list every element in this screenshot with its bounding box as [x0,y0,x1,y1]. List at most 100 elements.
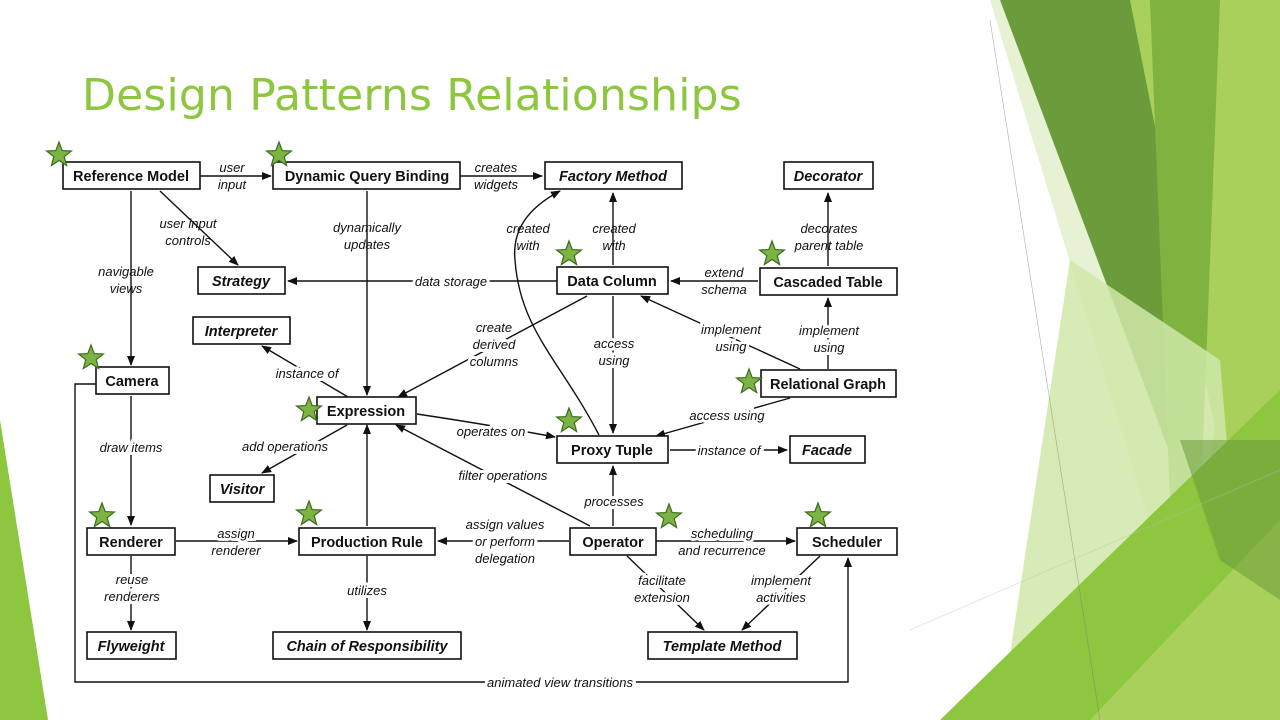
edge-animated-view-transitions: animated view transitions [74,383,852,693]
star-icon [264,140,294,167]
svg-text:Dynamic Query Binding: Dynamic Query Binding [285,169,449,185]
edge-draw-items: draw items [97,396,166,526]
edge-access-using-relational-graph: access using [655,397,791,438]
edge-label: processes [583,494,644,509]
svg-text:Decorator: Decorator [794,169,864,185]
star-icon [554,406,584,433]
edge-label: instance of [698,443,762,458]
decor-shape [0,420,48,720]
node-decorator: Decorator [783,161,874,190]
edge-instance-of-interpreter: instance of [261,345,349,398]
svg-text:Chain of Responsibility: Chain of Responsibility [286,639,448,655]
edge-label: utilizes [347,583,387,598]
svg-text:Operator: Operator [582,535,644,551]
edge-label: draw items [100,440,163,455]
svg-text:Facade: Facade [802,443,852,459]
node-scheduler: Scheduler [796,527,898,556]
svg-text:Interpreter: Interpreter [205,324,279,340]
svg-text:Data Column: Data Column [567,274,656,290]
node-template-method: Template Method [647,631,798,660]
node-expression: Expression [316,396,417,425]
edge-label: data storage [415,274,487,289]
decor-shape [1180,440,1280,600]
star-icon [294,395,324,422]
svg-text:Template Method: Template Method [663,639,783,655]
svg-text:Scheduler: Scheduler [812,535,882,551]
svg-text:Strategy: Strategy [212,274,271,290]
node-interpreter: Interpreter [192,316,291,345]
edge-processes: processes [580,465,647,526]
star-icon [87,501,117,528]
svg-text:Renderer: Renderer [99,535,163,551]
edge-utilizes: utilizes [344,556,390,631]
node-production-rule: Production Rule [298,527,436,556]
svg-text:Visitor: Visitor [220,482,266,498]
slide-title: Design Patterns Relationships [82,70,742,121]
edge-label: access using [689,408,765,423]
node-factory-method: Factory Method [544,161,683,190]
node-proxy-tuple: Proxy Tuple [556,435,669,464]
star-icon [757,239,787,266]
node-visitor: Visitor [209,474,275,503]
svg-text:Cascaded Table: Cascaded Table [773,275,882,291]
node-chain-of-responsibility: Chain of Responsibility [272,631,462,660]
star-icon [554,239,584,266]
edge-label: filter operations [459,468,548,483]
svg-text:Expression: Expression [327,404,405,420]
edge-data-storage: data storage [287,271,557,292]
svg-text:Camera: Camera [105,374,159,390]
star-markers [44,140,833,529]
node-camera: Camera [95,366,170,395]
edge-label: animated view transitions [487,675,633,690]
svg-text:Flyweight: Flyweight [98,639,166,655]
decor-shape [1090,520,1280,720]
edge-label: add operations [242,439,329,454]
svg-text:Relational Graph: Relational Graph [770,377,886,393]
node-relational-graph: Relational Graph [760,369,897,398]
node-renderer: Renderer [86,527,176,556]
node-flyweight: Flyweight [86,631,177,660]
star-icon [44,140,74,167]
svg-text:Production Rule: Production Rule [311,535,423,551]
edge-filter-operations: filter operations [395,424,591,527]
star-icon [76,343,106,370]
edge-instance-of-facade: instance of [670,440,788,461]
node-reference-model: Reference Model [62,161,201,190]
star-icon [734,367,764,394]
edge-operates-on: operates on [416,413,556,442]
node-dynamic-query-binding: Dynamic Query Binding [272,161,461,190]
node-strategy: Strategy [197,266,286,295]
star-icon [294,499,324,526]
